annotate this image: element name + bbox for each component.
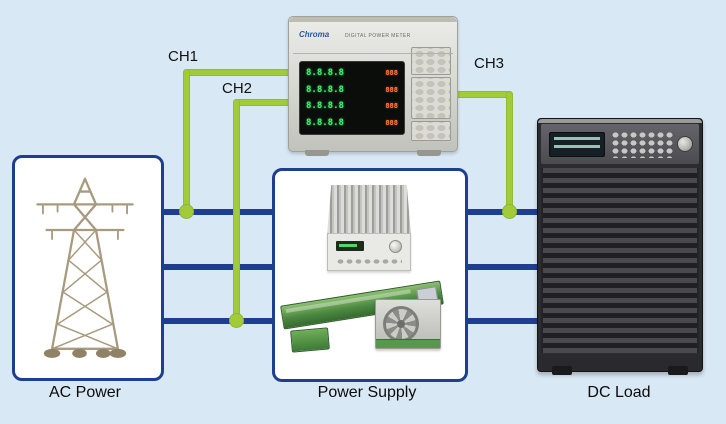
- dc-load-knob: [677, 136, 693, 152]
- psu-front-panel: [327, 233, 411, 271]
- bus-mid-left: [150, 264, 280, 270]
- ac-power-caption: AC Power: [48, 384, 122, 401]
- meter-display-row: 8.8.8.8 888: [306, 101, 398, 111]
- ch2-label: CH2: [222, 80, 253, 97]
- meter-display-row: 8.8.8.8 888: [306, 85, 398, 95]
- bus-mid-right: [455, 264, 545, 270]
- pcb-edge: [376, 339, 440, 348]
- dc-load-vent-slats: [541, 168, 699, 353]
- meter-reading-main: 8.8.8.8: [306, 101, 344, 112]
- bus-bottom-right: [455, 318, 545, 324]
- fan-icon: [383, 306, 419, 342]
- meter-brand-logo: Chroma: [299, 30, 330, 39]
- meter-foot: [417, 150, 441, 156]
- psu-display: [336, 241, 364, 251]
- dc-load-lcd: [549, 132, 605, 157]
- meter-button-group: [411, 121, 451, 141]
- meter-display-row: 8.8.8.8 888: [306, 118, 398, 128]
- meter-display-row: 8.8.8.8 888: [306, 68, 398, 78]
- dc-load-buttons: [611, 131, 675, 158]
- dc-load-device: [537, 118, 703, 375]
- dc-load-caption: DC Load: [587, 384, 651, 401]
- psu-knob: [389, 240, 402, 253]
- meter-foot: [305, 150, 329, 156]
- ch1-wire-vertical: [183, 69, 190, 216]
- meter-reading-sub: 888: [385, 118, 398, 127]
- meter-button-group: [411, 77, 451, 119]
- meter-reading-sub: 888: [385, 102, 398, 111]
- ch3-junction-dot: [502, 204, 517, 219]
- power-supply-box: [272, 168, 468, 382]
- ch2-junction-dot: [229, 313, 244, 328]
- power-supply-unit: [327, 185, 411, 271]
- meter-button-group: [411, 47, 451, 75]
- meter-display: 8.8.8.8 888 8.8.8.8 888 8.8.8.8 888 8.8.…: [299, 61, 405, 135]
- ch3-wire-horizontal: [450, 91, 513, 98]
- ch3-wire-vertical: [506, 91, 513, 216]
- digital-power-meter: Chroma DIGITAL POWER METER 8.8.8.8 888 8…: [288, 16, 458, 156]
- bus-top-left: [150, 209, 280, 215]
- bus-bottom-left: [150, 318, 280, 324]
- dc-load-caster: [668, 366, 688, 375]
- psu-buttons: [336, 258, 402, 265]
- meter-reading-sub: 888: [385, 69, 398, 78]
- ch2-wire-vertical: [233, 99, 240, 326]
- dc-load-caster: [552, 366, 572, 375]
- dc-load-base: [538, 355, 702, 371]
- ch1-wire-horizontal: [183, 69, 293, 76]
- meter-reading-main: 8.8.8.8: [306, 68, 344, 79]
- small-pcb: [290, 327, 330, 353]
- ch2-wire-horizontal: [233, 99, 293, 106]
- heatsink-fins: [327, 185, 411, 235]
- dc-load-control-panel: [541, 124, 699, 164]
- meter-reading-sub: 888: [385, 85, 398, 94]
- ch1-junction-dot: [179, 204, 194, 219]
- ch1-label: CH1: [168, 48, 199, 65]
- ch3-label: CH3: [474, 55, 505, 72]
- meter-reading-main: 8.8.8.8: [306, 117, 344, 128]
- psu-with-fan: [375, 299, 441, 349]
- bus-top-right: [455, 209, 545, 215]
- meter-reading-main: 8.8.8.8: [306, 84, 344, 95]
- power-supply-caption: Power Supply: [317, 384, 417, 401]
- meter-title: DIGITAL POWER METER: [345, 33, 411, 39]
- transmission-tower-illustration: [21, 168, 149, 371]
- ac-power-box: [12, 155, 164, 381]
